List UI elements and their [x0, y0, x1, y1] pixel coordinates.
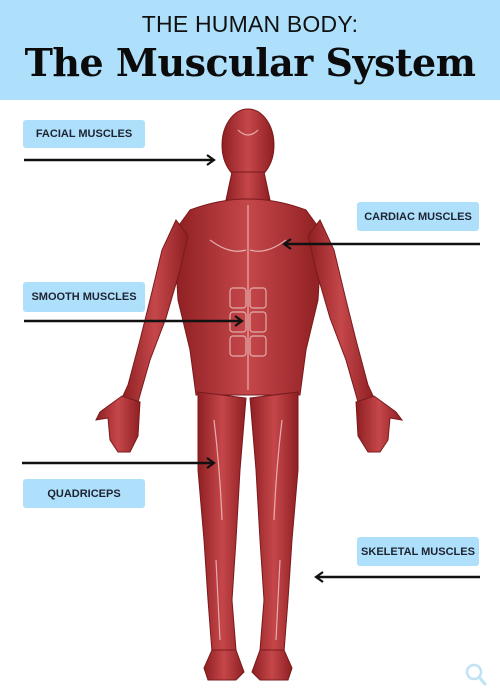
head	[221, 108, 275, 182]
label-facial-muscles: FACIAL MUSCLES	[23, 120, 145, 148]
label-skeletal-muscles: SKELETAL MUSCLES	[357, 537, 479, 566]
right-foot	[251, 649, 293, 681]
title-banner: THE HUMAN BODY: The Muscular System	[0, 0, 500, 100]
search-icon[interactable]	[464, 662, 488, 693]
label-smooth-muscles: SMOOTH MUSCLES	[23, 282, 145, 312]
label-quadriceps: QUADRICEPS	[23, 479, 145, 508]
body-silhouette	[95, 108, 404, 681]
pointer-arrows	[22, 154, 480, 583]
right-leg	[249, 391, 299, 661]
right-arm	[307, 219, 375, 403]
label-cardiac-muscles: CARDIAC MUSCLES	[357, 202, 479, 231]
page-title: The Muscular System	[24, 40, 476, 85]
muscle-detail	[209, 129, 287, 641]
neck	[225, 171, 271, 201]
left-foot	[203, 649, 245, 681]
right-hand	[355, 395, 404, 453]
page-supertitle: THE HUMAN BODY:	[141, 11, 359, 37]
left-leg	[197, 391, 247, 661]
left-hand	[95, 395, 141, 453]
